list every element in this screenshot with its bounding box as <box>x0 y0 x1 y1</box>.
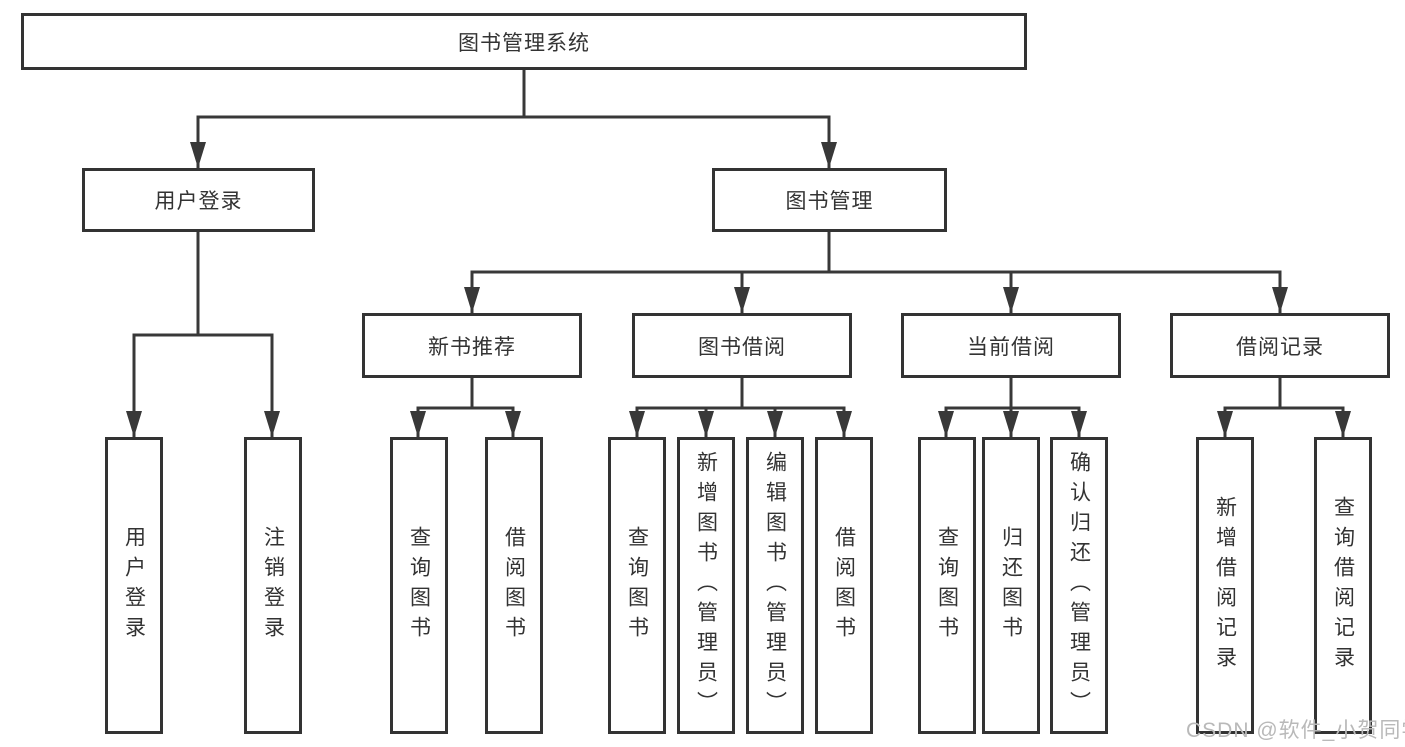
node-label: 新书推荐 <box>428 335 516 359</box>
node-label: 确认归还（管理员） <box>1067 450 1091 721</box>
leaf-edit-book-admin: 编辑图书（管理员） <box>746 437 804 734</box>
leaf-add-book-admin: 新增图书（管理员） <box>677 437 735 734</box>
node-label: 借阅图书 <box>502 525 526 646</box>
node-label: 编辑图书（管理员） <box>763 450 787 721</box>
leaf-borrow-books: 借阅图书 <box>815 437 873 734</box>
leaf-query-books-current: 查询图书 <box>918 437 976 734</box>
node-label: 新增借阅记录 <box>1213 495 1237 676</box>
node-label: 用户登录 <box>154 190 243 213</box>
leaf-user-login: 用户登录 <box>105 437 163 734</box>
node-book-management: 图书管理 <box>712 168 947 232</box>
node-label: 用户登录 <box>122 525 146 646</box>
csdn-watermark: CSDN @软件_小贺同学 <box>1186 719 1405 742</box>
node-label: 图书管理 <box>785 190 874 213</box>
leaf-logout: 注销登录 <box>244 437 302 734</box>
connector-paths <box>132 70 1345 437</box>
arrowheads <box>126 142 1351 437</box>
leaf-query-books-recommend: 查询图书 <box>390 437 448 734</box>
leaf-confirm-return-admin: 确认归还（管理员） <box>1050 437 1108 734</box>
node-label: 图书管理系统 <box>458 31 590 55</box>
node-label: 借阅记录 <box>1236 335 1324 359</box>
node-label: 注销登录 <box>261 525 285 646</box>
node-user-login: 用户登录 <box>82 168 315 232</box>
node-label: 归还图书 <box>999 525 1023 646</box>
node-label: 查询图书 <box>935 525 959 646</box>
node-label: 新增图书（管理员） <box>694 450 718 721</box>
node-library-management-system: 图书管理系统 <box>21 13 1027 70</box>
node-label: 查询图书 <box>407 525 431 646</box>
node-label: 当前借阅 <box>967 335 1055 359</box>
node-label: 查询借阅记录 <box>1331 495 1355 676</box>
leaf-borrow-books-recommend: 借阅图书 <box>485 437 543 734</box>
node-borrow-records: 借阅记录 <box>1170 313 1390 378</box>
leaf-query-books-borrow: 查询图书 <box>608 437 666 734</box>
node-new-book-recommend: 新书推荐 <box>362 313 582 378</box>
node-current-borrow: 当前借阅 <box>901 313 1121 378</box>
leaf-add-borrow-record: 新增借阅记录 <box>1196 437 1254 734</box>
leaf-return-books: 归还图书 <box>982 437 1040 734</box>
node-label: 图书借阅 <box>698 335 786 359</box>
node-label: 查询图书 <box>625 525 649 646</box>
node-label: 借阅图书 <box>832 525 856 646</box>
node-book-borrow: 图书借阅 <box>632 313 852 378</box>
leaf-query-borrow-record: 查询借阅记录 <box>1314 437 1372 734</box>
